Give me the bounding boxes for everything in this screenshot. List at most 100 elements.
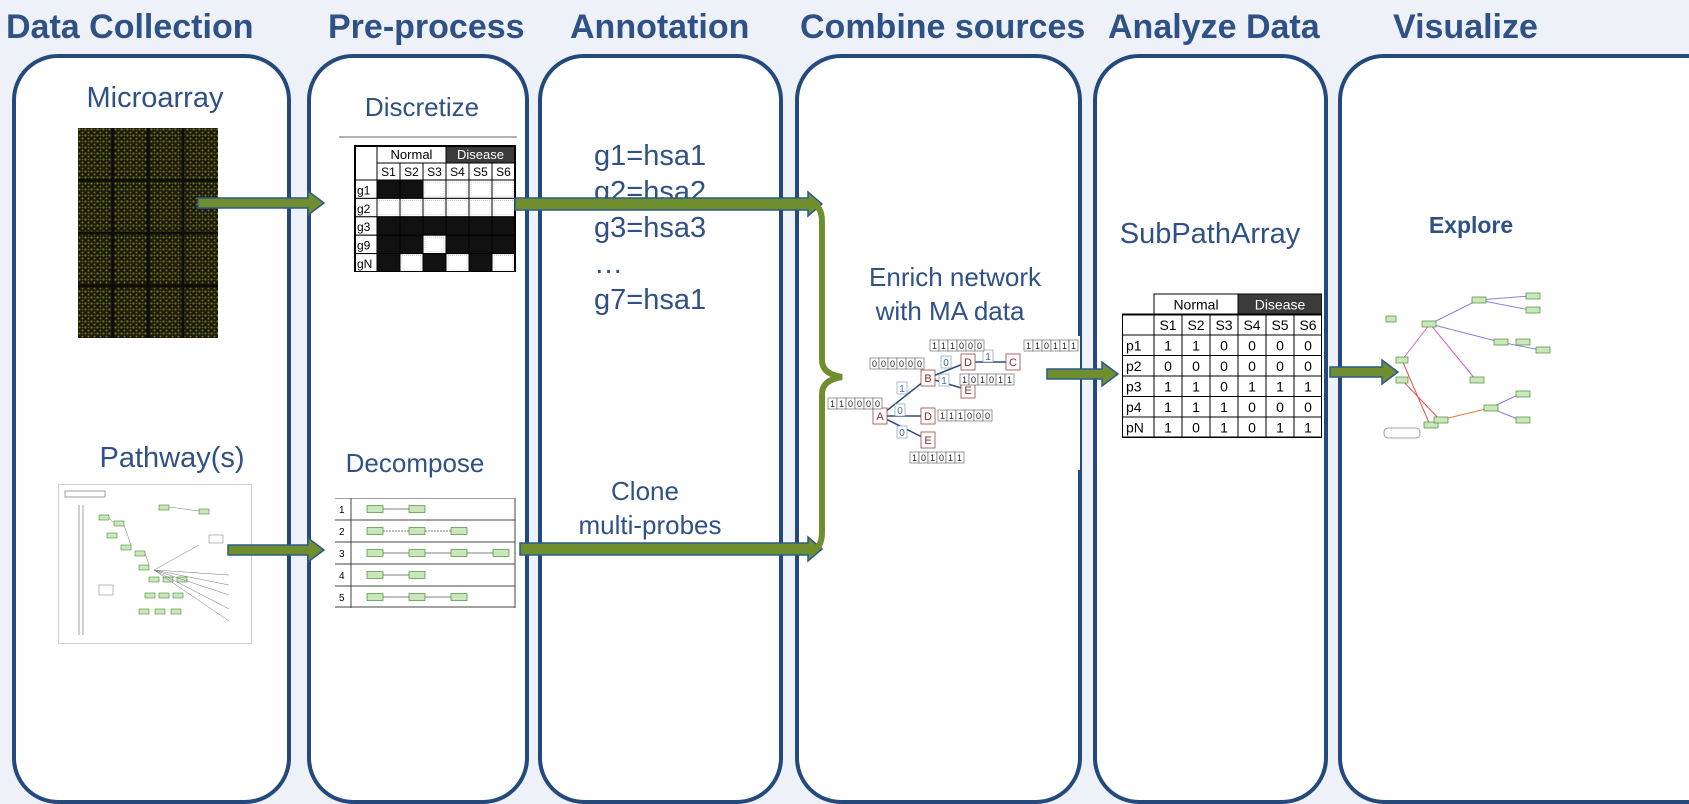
svg-text:1: 1	[1062, 341, 1067, 351]
edge-label: 0	[897, 406, 903, 417]
svg-text:1: 1	[957, 453, 962, 463]
disc-col-S5: S5	[473, 165, 488, 179]
spa-cell: 1	[1192, 379, 1200, 395]
svg-text:0: 0	[1044, 341, 1049, 351]
disc-row-g9: g9	[357, 239, 371, 253]
edge-label: 0	[899, 428, 905, 439]
stage-header-analyze-data: Analyze Data	[1108, 8, 1320, 46]
svg-text:0: 0	[971, 375, 976, 385]
disc-col-S2: S2	[404, 165, 419, 179]
spa-cell: 1	[1164, 338, 1172, 354]
spa-cell: 1	[1248, 379, 1256, 395]
disc-row-g3: g3	[357, 220, 371, 234]
edge-label: 1	[985, 352, 991, 363]
svg-text:0: 0	[890, 359, 895, 369]
spa-col-S1: S1	[1159, 317, 1176, 333]
spa-cell: 1	[1192, 399, 1200, 415]
decompose-row-5: 5	[339, 593, 345, 604]
spa-cell: 1	[1220, 420, 1228, 436]
mapping-g3: g3=hsa3	[594, 212, 707, 244]
svg-text:0: 0	[899, 359, 904, 369]
decompose-subpath	[366, 527, 468, 535]
disc-row-gN: gN	[357, 257, 372, 271]
svg-text:1: 1	[839, 399, 844, 409]
svg-text:0: 0	[875, 399, 880, 409]
network-node-E: E	[924, 435, 931, 447]
decompose-row-1: 1	[339, 505, 345, 516]
svg-text:1: 1	[830, 399, 835, 409]
spa-cell: 0	[1304, 338, 1312, 354]
mapping-g7: g7=hsa1	[594, 284, 707, 316]
svg-text:0: 0	[857, 399, 862, 409]
svg-text:1: 1	[998, 375, 1003, 385]
network-edge	[879, 377, 929, 417]
spa-cell: 0	[1192, 358, 1200, 374]
decompose-subpath	[366, 505, 426, 513]
spa-cell: 0	[1192, 420, 1200, 436]
svg-text:1: 1	[1026, 341, 1031, 351]
svg-text:0: 0	[866, 399, 871, 409]
svg-text:1: 1	[1071, 341, 1076, 351]
network-node-C: C	[1009, 357, 1017, 369]
decompose-subpath	[366, 571, 426, 579]
panel-annotation	[538, 54, 783, 804]
merge-brace	[811, 201, 843, 553]
subpatharray-title: SubPathArray	[1119, 218, 1301, 250]
clone-label-line2: multi-probes	[578, 510, 722, 540]
edge-label: 1	[941, 376, 947, 387]
spa-cell: 1	[1192, 338, 1200, 354]
microarray-image	[78, 128, 218, 338]
pathway-label: Pathway(s)	[99, 442, 245, 474]
decompose-row-4: 4	[339, 571, 345, 582]
svg-text:0: 0	[848, 399, 853, 409]
svg-text:0: 0	[881, 359, 886, 369]
spa-cell: 0	[1220, 379, 1228, 395]
arrow-subpatharray-to-explore	[1329, 358, 1400, 386]
arrow-discretize-to-combine	[514, 190, 824, 218]
network-node-E: E	[964, 385, 971, 397]
spa-cell: 0	[1248, 338, 1256, 354]
svg-text:0: 0	[872, 359, 877, 369]
stage-header-combine-sources: Combine sources	[800, 8, 1086, 46]
spa-cell: 0	[1304, 399, 1312, 415]
stage-header-pre-process: Pre-process	[328, 8, 525, 46]
arrow-decompose-to-combine	[519, 535, 824, 563]
spa-col-S3: S3	[1215, 317, 1232, 333]
disc-group-disease: Disease	[457, 147, 504, 162]
spa-cell: 1	[1304, 420, 1312, 436]
arrow-microarray-to-discretize	[197, 189, 326, 217]
spa-row-p1: p1	[1126, 338, 1142, 354]
svg-text:1: 1	[980, 375, 985, 385]
svg-text:0: 0	[959, 341, 964, 351]
svg-text:1: 1	[962, 375, 967, 385]
explore-label: Explore	[1428, 212, 1514, 238]
spa-col-S2: S2	[1187, 317, 1204, 333]
stage-header-data-collection: Data Collection	[6, 8, 254, 46]
svg-text:1: 1	[930, 453, 935, 463]
spa-row-p2: p2	[1126, 358, 1142, 374]
svg-text:0: 0	[967, 411, 972, 421]
discretize-label: Discretize	[364, 92, 480, 122]
decompose-row-3: 3	[339, 549, 345, 560]
svg-text:0: 0	[976, 411, 981, 421]
svg-text:0: 0	[939, 453, 944, 463]
svg-text:1: 1	[941, 341, 946, 351]
mapping-ellipsis: …	[594, 248, 623, 280]
spa-group-disease: Disease	[1255, 297, 1306, 313]
microarray-label: Microarray	[86, 82, 224, 114]
explore-network-image	[1380, 290, 1562, 440]
spa-cell: 0	[1220, 358, 1228, 374]
spa-cell: 0	[1220, 338, 1228, 354]
svg-text:0: 0	[917, 359, 922, 369]
stage-header-annotation: Annotation	[570, 8, 750, 46]
